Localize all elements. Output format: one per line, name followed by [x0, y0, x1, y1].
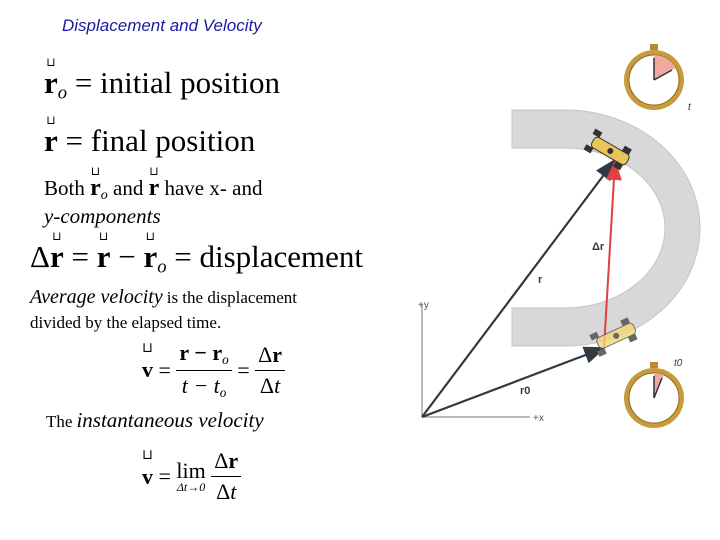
- vector-arrow-icon: ⊔: [90, 164, 101, 178]
- vector-arrow-icon: ⊔: [46, 55, 56, 69]
- stopwatch-top-icon: [624, 44, 684, 110]
- vector-arrow-icon: ⊔: [52, 229, 62, 243]
- fraction-r-minus-r0: r − ro t − to: [176, 340, 232, 401]
- x-axis-label: +x: [533, 413, 544, 424]
- components-sentence-line2: y-components: [44, 204, 161, 228]
- vector-arrow-icon: ⊔: [149, 164, 159, 178]
- race-car-top-icon: [583, 128, 632, 171]
- clock-bottom-label: t0: [674, 358, 683, 369]
- vector-r-symbol: ⊔r: [44, 113, 58, 158]
- fraction-delta-r-delta-t: Δr Δt: [211, 448, 242, 505]
- vector-arrow-icon: ⊔: [142, 341, 153, 357]
- average-velocity-term: Average velocity: [30, 286, 163, 308]
- equation-rhs: = initial position: [74, 65, 281, 100]
- vector-arrow-icon: ⊔: [142, 447, 153, 463]
- slide-title: Displacement and Velocity: [62, 16, 262, 35]
- vector-r-symbol: ⊔r: [96, 229, 111, 274]
- vector-r-arrow: [421, 158, 617, 418]
- vector-r0-symbol: ⊔r: [143, 229, 158, 274]
- equation-rhs: = final position: [65, 123, 256, 158]
- average-velocity-line2: divided by the elapsed time.: [30, 313, 222, 332]
- fraction-delta-r-delta-t: Δr Δt: [255, 342, 286, 399]
- instantaneous-velocity-term: instantaneous velocity: [76, 408, 264, 432]
- vector-r-symbol: ⊔r: [148, 164, 160, 201]
- race-track: [511, 109, 701, 347]
- average-velocity-line1: Average velocity is the displacement: [30, 286, 298, 308]
- vector-arrow-icon: ⊔: [46, 113, 56, 127]
- vector-delta-r-label: Δr: [592, 241, 605, 253]
- vector-r0-label: r0: [520, 385, 530, 397]
- vector-r0-arrow: [421, 346, 607, 419]
- equation-displacement: Δ⊔r = ⊔r − ⊔ro = displacement: [30, 229, 364, 278]
- vector-v-symbol: ⊔v: [142, 341, 153, 383]
- vector-v-symbol: ⊔v: [142, 447, 153, 489]
- equation-initial-position: ⊔ro = initial position: [44, 55, 281, 111]
- components-sentence-line1: Both ⊔ro and ⊔r have x- and: [44, 164, 263, 204]
- instantaneous-velocity-line: The instantaneous velocity: [46, 408, 264, 432]
- vector-r0-symbol: ⊔r: [90, 164, 101, 201]
- displacement-diagram: +y +x r r0 Δr t: [418, 44, 701, 428]
- vector-delta-r-arrow: [603, 160, 622, 349]
- subscript-o: o: [57, 82, 68, 104]
- vector-arrow-icon: ⊔: [98, 229, 109, 243]
- vector-r0-symbol: ⊔r: [44, 55, 58, 100]
- y-axis-label: +y: [418, 300, 429, 311]
- average-velocity-formula: ⊔v = r − ro t − to = Δr Δt: [142, 340, 286, 401]
- clock-top-label: t: [688, 102, 692, 113]
- equation-final-position: ⊔r = final position: [44, 113, 256, 158]
- vector-r-symbol: ⊔r: [49, 229, 64, 274]
- vector-r-label: r: [538, 274, 543, 286]
- instantaneous-velocity-formula: ⊔v = lim Δt→0 Δr Δt: [142, 447, 242, 505]
- vector-arrow-icon: ⊔: [145, 229, 155, 243]
- limit-operator: lim Δt→0: [176, 458, 206, 494]
- stopwatch-bottom-icon: [624, 362, 684, 428]
- race-car-bottom-icon: [589, 317, 638, 357]
